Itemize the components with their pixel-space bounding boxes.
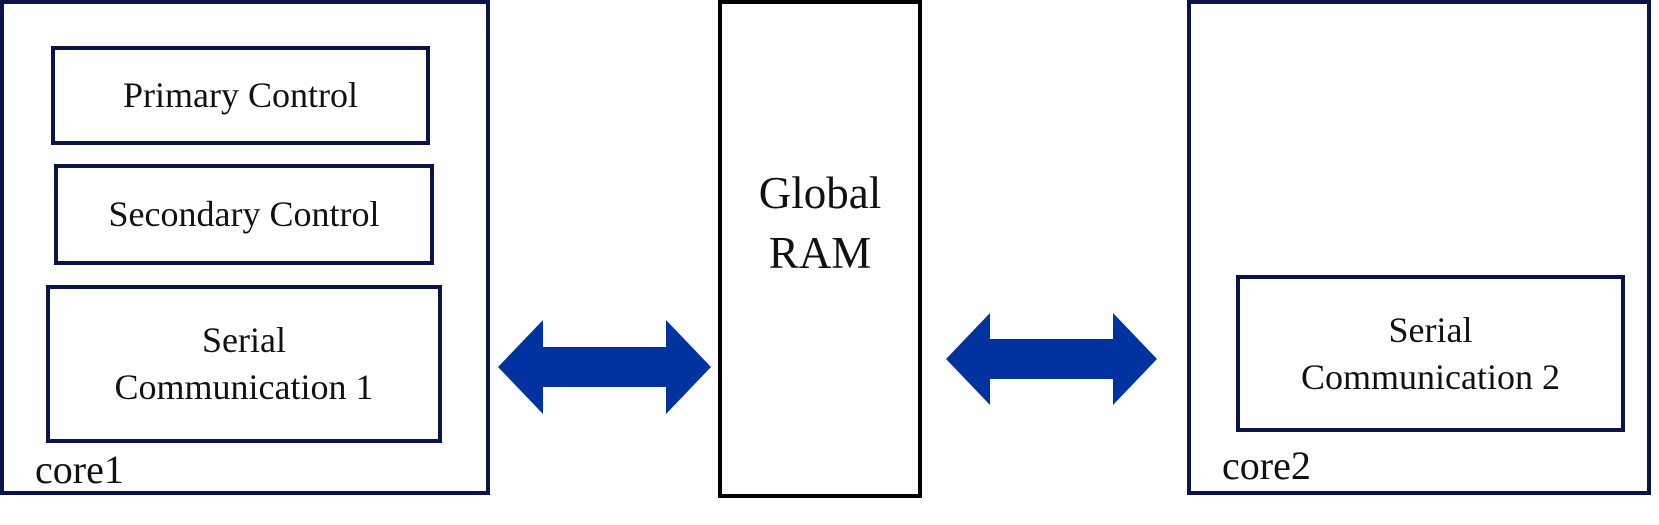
double-arrow-right-icon (946, 313, 1157, 405)
core2-label: core2 (1222, 443, 1311, 488)
double-arrow-right-shape (946, 313, 1157, 405)
global-ram-line2: RAM (768, 228, 872, 278)
serial-communication-1-line2: Communication 1 (114, 367, 374, 407)
double-arrow-left-shape (498, 320, 711, 414)
global-ram-line1: Global (758, 168, 882, 219)
primary-control-box: Primary Control (51, 46, 430, 145)
serial-communication-2-box: Serial Communication 2 (1236, 275, 1625, 432)
global-ram-box: Global RAM (718, 0, 922, 498)
serial-communication-2-line2: Communication 2 (1301, 356, 1560, 397)
core1-label: core1 (35, 447, 124, 492)
double-arrow-left-icon (498, 320, 711, 414)
serial-communication-1-line1: Serial (202, 320, 286, 361)
global-ram-label: Global RAM (759, 164, 881, 284)
serial-communication-1-label: Serial Communication 1 (115, 317, 374, 411)
secondary-control-box: Secondary Control (54, 164, 434, 265)
serial-communication-2-line1: Serial (1388, 309, 1473, 350)
serial-communication-1-box: Serial Communication 1 (46, 285, 442, 443)
primary-control-label: Primary Control (123, 75, 358, 116)
serial-communication-2-label: Serial Communication 2 (1301, 307, 1560, 401)
secondary-control-label: Secondary Control (108, 194, 380, 235)
